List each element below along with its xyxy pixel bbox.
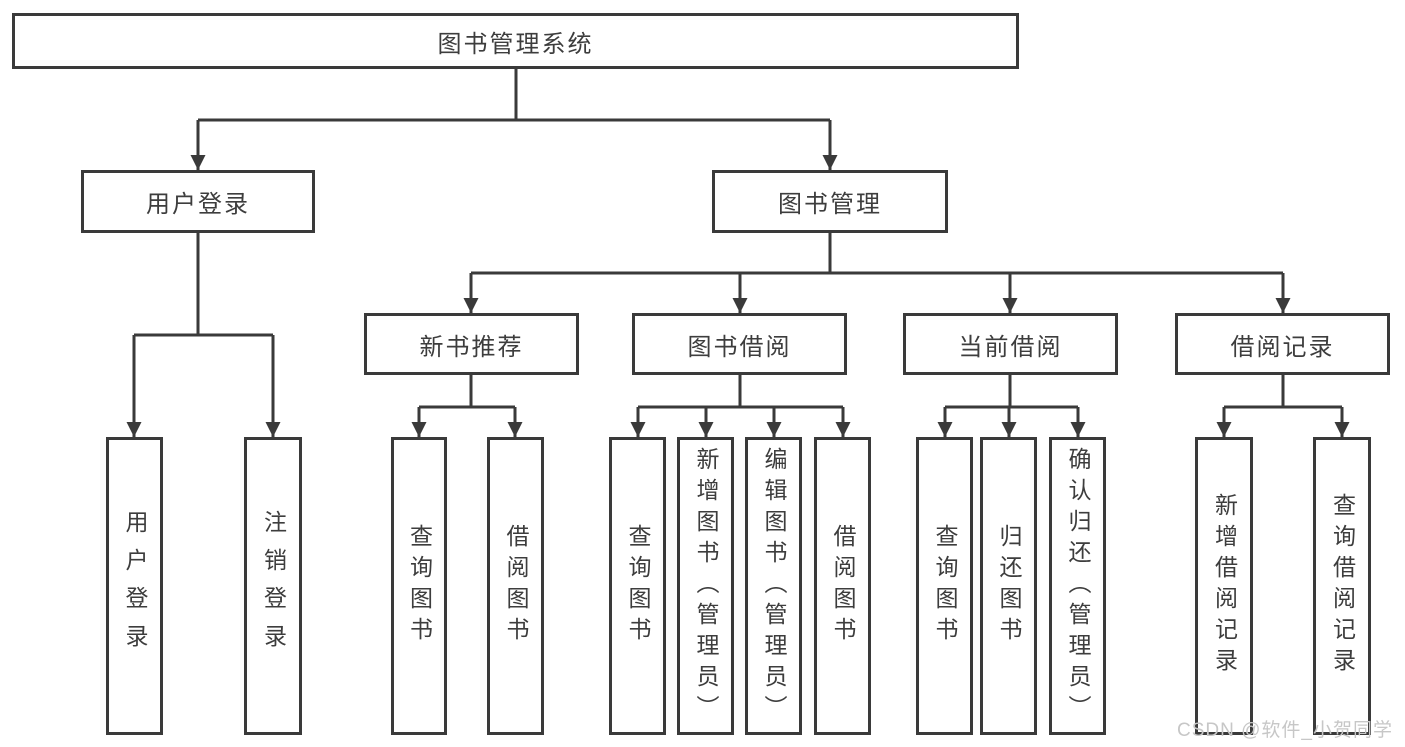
leaf-label: 注销登录: [260, 510, 287, 662]
leaf-label: 归还图书: [996, 524, 1022, 648]
leaf-add-book-admin: 新增图书（管理员）: [677, 437, 734, 735]
leaf-edit-book-admin: 编辑图书（管理员）: [745, 437, 802, 735]
node-current-borrow: 当前借阅: [903, 313, 1118, 375]
leaf-user-login: 用户登录: [106, 437, 163, 735]
node-label: 图书管理系统: [437, 30, 594, 58]
connector-arrows: [126, 120, 1350, 437]
leaf-borrow-books-recommend: 借阅图书: [487, 437, 544, 735]
leaf-label: 用户登录: [122, 510, 148, 662]
node-label: 新书推荐: [419, 333, 524, 361]
leaf-label: 新增图书（管理员）: [693, 446, 719, 726]
leaf-query-books-recommend: 查询图书: [391, 437, 447, 735]
leaf-label: 编辑图书（管理员）: [761, 446, 787, 726]
node-library-management-system: 图书管理系统: [12, 13, 1019, 69]
leaf-label: 借阅图书: [830, 524, 856, 648]
leaf-label: 查询借阅记录: [1329, 493, 1356, 679]
leaf-borrow-books: 借阅图书: [814, 437, 871, 735]
leaf-add-borrow-record: 新增借阅记录: [1195, 437, 1253, 735]
leaf-logout: 注销登录: [244, 437, 302, 735]
node-label: 当前借阅: [958, 333, 1063, 361]
leaf-label: 查询图书: [625, 524, 651, 648]
leaf-label: 确认归还（管理员）: [1065, 446, 1091, 726]
node-label: 用户登录: [146, 191, 250, 218]
leaf-query-books-current: 查询图书: [916, 437, 973, 735]
leaf-confirm-return-admin: 确认归还（管理员）: [1049, 437, 1106, 735]
node-label: 图书借阅: [687, 333, 792, 361]
leaf-query-books-borrow: 查询图书: [609, 437, 666, 735]
watermark: CSDN @软件_小贺同学: [1177, 720, 1393, 741]
node-user-login: 用户登录: [81, 170, 315, 233]
node-new-book-recommend: 新书推荐: [364, 313, 579, 375]
leaf-label: 借阅图书: [503, 524, 529, 648]
node-book-management: 图书管理: [712, 170, 948, 233]
leaf-return-books: 归还图书: [980, 437, 1037, 735]
leaf-label: 查询图书: [406, 524, 433, 648]
node-label: 图书管理: [778, 191, 882, 218]
node-label: 借阅记录: [1230, 333, 1335, 361]
leaf-label: 查询图书: [932, 524, 958, 648]
node-borrow-records: 借阅记录: [1175, 313, 1390, 375]
node-book-borrow: 图书借阅: [632, 313, 847, 375]
leaf-label: 新增借阅记录: [1211, 493, 1238, 679]
leaf-query-borrow-record: 查询借阅记录: [1313, 437, 1371, 735]
connector-rails: [134, 69, 1342, 409]
